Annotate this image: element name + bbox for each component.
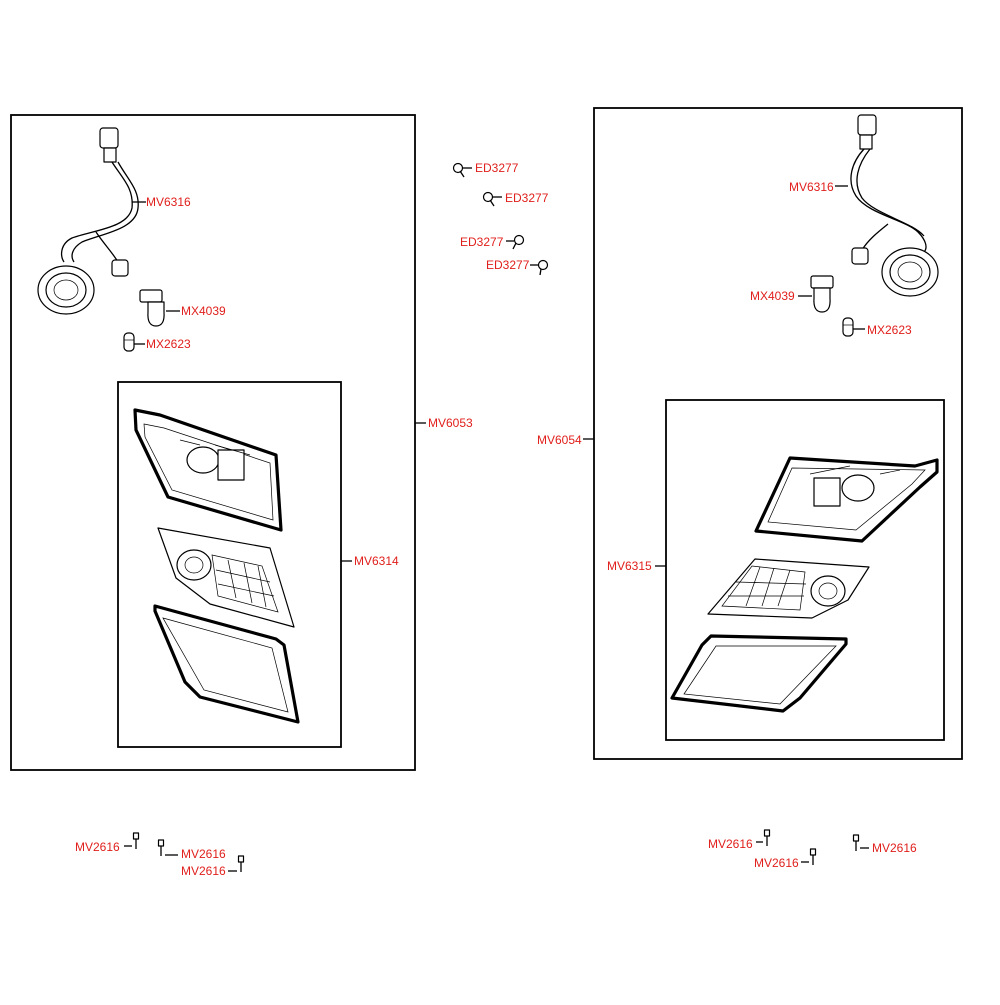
clip-label: ED3277 — [486, 258, 530, 272]
right-screws-icon — [756, 829, 869, 865]
right-assembly — [593, 107, 963, 760]
right-lamp-unit-frame — [665, 399, 945, 741]
right-assembly-label: MV6054 — [537, 433, 582, 447]
clips-icon — [452, 162, 549, 276]
right-assembly-frame — [593, 107, 963, 760]
left-wiring-harness-label: MV6316 — [146, 195, 191, 209]
left-bulb-large-icon — [139, 289, 165, 327]
right-bulb-large-label: MX4039 — [750, 289, 795, 303]
left-assembly-frame — [10, 114, 416, 771]
right-headlamp-housing-icon — [754, 456, 939, 543]
left-screws-icon — [124, 832, 245, 872]
right-headlamp-lens-icon — [670, 634, 848, 713]
right-wiring-harness-label: MV6316 — [789, 180, 834, 194]
right-screw-label: MV2616 — [872, 841, 917, 855]
left-headlamp-housing-icon — [133, 408, 283, 532]
right-bulb-large-icon — [810, 275, 834, 313]
left-bulb-small-label: MX2623 — [146, 337, 191, 351]
clip-label: ED3277 — [475, 161, 519, 175]
left-wiring-harness-icon — [37, 127, 139, 315]
left-assembly — [10, 114, 416, 771]
right-headlamp-reflector-icon — [707, 558, 870, 619]
right-bulb-small-icon — [842, 317, 854, 337]
right-screw-label: MV2616 — [708, 837, 753, 851]
left-assembly-label: MV6053 — [428, 416, 473, 430]
left-screw-label: MV2616 — [181, 864, 226, 878]
right-screw-label: MV2616 — [754, 856, 799, 870]
left-lamp-unit-frame — [117, 381, 342, 748]
left-bulb-large-label: MX4039 — [181, 304, 226, 318]
clip-label: ED3277 — [460, 235, 504, 249]
left-headlamp-reflector-icon — [157, 527, 295, 628]
left-lamp-unit-label: MV6314 — [354, 554, 399, 568]
right-lamp-unit-label: MV6315 — [607, 559, 652, 573]
left-screw-label: MV2616 — [181, 847, 226, 861]
right-wiring-harness-icon — [850, 114, 939, 297]
left-headlamp-lens-icon — [153, 604, 300, 724]
left-bulb-small-icon — [123, 332, 135, 352]
right-bulb-small-label: MX2623 — [867, 323, 912, 337]
left-screw-label: MV2616 — [75, 840, 120, 854]
clip-label: ED3277 — [505, 191, 549, 205]
